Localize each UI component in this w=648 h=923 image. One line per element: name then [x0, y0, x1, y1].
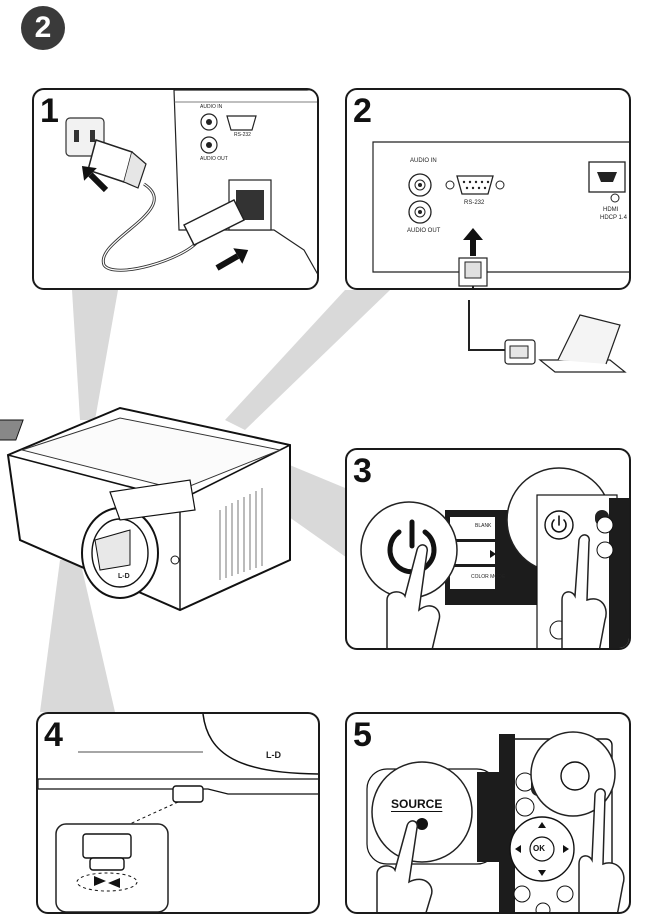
panel-1-number: 1	[40, 92, 59, 130]
hand-pointer	[386, 544, 441, 648]
panel-2-number: 2	[353, 92, 372, 130]
panel-2: 2	[345, 88, 631, 290]
source-label: SOURCE	[391, 797, 443, 811]
hdmi-label: HDMI	[603, 207, 619, 213]
panel-5-number: 5	[353, 716, 372, 754]
panel-3-number: 3	[353, 452, 372, 490]
blank-label: BLANK	[475, 523, 492, 529]
source-icon	[596, 516, 614, 534]
adjuster-foot	[172, 785, 204, 803]
hand-pointer	[578, 788, 625, 912]
rs232-port	[445, 175, 505, 195]
brand-label: L-D	[266, 750, 281, 760]
arrow-icon	[215, 248, 249, 271]
panel-4: 4 L-D	[36, 712, 320, 914]
source-button-zoom	[371, 761, 473, 863]
ok-label: OK	[533, 844, 545, 853]
audio-in-label: AUDIO IN	[200, 104, 223, 110]
step-badge: 2	[21, 6, 65, 50]
power-icon	[551, 515, 567, 533]
color-mode-label: COLOR MODE	[471, 574, 506, 580]
projector-keypad	[0, 419, 24, 441]
beam-to-panel-4	[40, 560, 115, 712]
rs232-label: RS-232	[234, 132, 251, 138]
source-icon	[560, 761, 590, 791]
hand-pointer	[561, 534, 607, 648]
rs232-label: RS-232	[464, 200, 485, 206]
panel-4-number: 4	[44, 716, 63, 754]
panel-5: 5	[345, 712, 631, 914]
projector-brand: L-D	[118, 573, 130, 580]
home-icon	[535, 902, 551, 912]
beam-to-panel-2	[225, 290, 390, 430]
help-icon	[416, 818, 428, 830]
beam-to-panel-1	[72, 290, 118, 420]
hand-pointer	[376, 820, 433, 912]
bluetooth-icon	[596, 541, 614, 559]
back-icon	[556, 885, 574, 903]
panel-3: 3	[345, 448, 631, 650]
panel-1: 1	[32, 88, 319, 290]
audio-in-label: AUDIO IN	[410, 158, 437, 164]
projector-top	[20, 417, 282, 491]
settings-icon	[513, 885, 531, 903]
arrow-icon	[463, 228, 483, 256]
audio-out-label: AUDIO OUT	[200, 156, 228, 162]
hdcp-label: HDCP 1.4	[600, 215, 627, 221]
audio-out-label: AUDIO OUT	[407, 228, 441, 234]
arrow-icon	[81, 165, 109, 193]
projector-rear-panel	[372, 141, 629, 273]
